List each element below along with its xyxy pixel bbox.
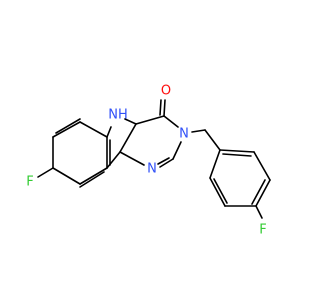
bond — [219, 149, 255, 153]
atom-label-nitrogen-3: N — [179, 127, 189, 142]
atom-label-fluorine-phenyl: F — [259, 223, 266, 238]
bond — [213, 178, 228, 204]
bond — [253, 151, 271, 181]
molecule-structure: F NH O N N F — [26, 84, 271, 238]
bond — [79, 171, 105, 188]
bond — [106, 151, 121, 169]
bond — [124, 118, 137, 125]
bond — [163, 99, 166, 117]
bond — [251, 179, 266, 205]
bond — [191, 129, 206, 133]
atom-label-nitrogen-1: N — [147, 162, 157, 177]
bond — [159, 158, 174, 168]
bond — [79, 167, 108, 185]
bond — [52, 167, 81, 185]
atom-label-layer: F NH O N N F — [26, 84, 266, 238]
bond — [55, 118, 81, 134]
bond-layer — [37, 99, 271, 219]
structure-canvas: F NH O N N F — [26, 83, 271, 238]
atom-label-fluorine-indole: F — [26, 175, 33, 190]
atom-label-oxygen: O — [161, 84, 171, 99]
bond — [209, 149, 221, 179]
bond — [79, 121, 108, 138]
bond — [222, 153, 252, 157]
bond — [37, 167, 54, 178]
bond — [172, 141, 182, 160]
bond — [52, 121, 81, 138]
bond — [163, 115, 179, 128]
bond — [255, 205, 263, 219]
bond — [159, 99, 162, 116]
bond — [106, 126, 112, 138]
bond — [119, 123, 137, 153]
atom-label-nh: NH — [108, 108, 128, 123]
bond — [209, 177, 226, 207]
bond — [119, 151, 145, 166]
bond — [204, 129, 221, 151]
bond — [157, 157, 170, 165]
bond — [255, 179, 271, 207]
bond — [135, 115, 165, 125]
